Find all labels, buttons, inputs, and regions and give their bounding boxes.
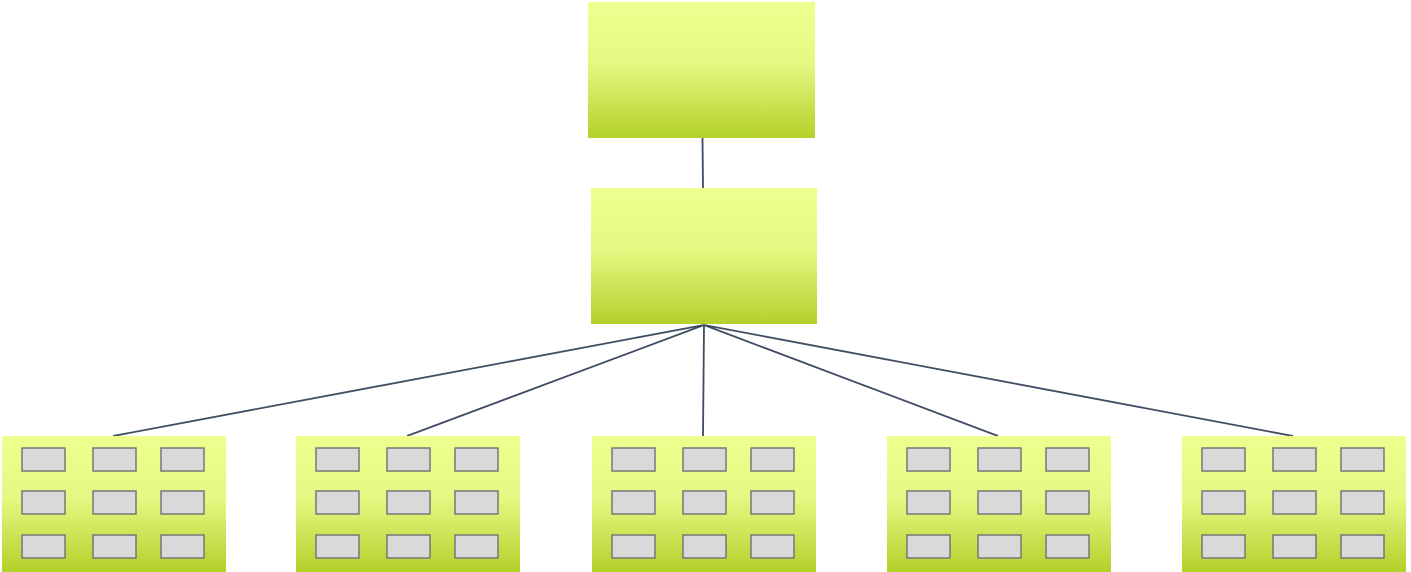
leaf-3-cell-1-1 xyxy=(977,490,1022,515)
leaf-0-cell-0-1 xyxy=(92,447,137,472)
leaf-3-cell-2-1 xyxy=(977,534,1022,559)
leaf-2-cell-1-1 xyxy=(682,490,727,515)
hub-node-box xyxy=(591,188,817,324)
leaf-0-cell-1-1 xyxy=(92,490,137,515)
connector-hub-leaf-3 xyxy=(703,324,999,437)
leaf-1-cell-1-1 xyxy=(386,490,431,515)
leaf-2-cell-1-2 xyxy=(750,490,795,515)
leaf-2-cell-2-0 xyxy=(611,534,656,559)
connector-hub-leaf-0 xyxy=(112,324,705,437)
leaf-0-cell-0-2 xyxy=(160,447,205,472)
leaf-3-cell-2-2 xyxy=(1045,534,1090,559)
leaf-2-cell-2-2 xyxy=(750,534,795,559)
leaf-0-cell-2-1 xyxy=(92,534,137,559)
connector-hub-leaf-1 xyxy=(406,324,705,437)
leaf-0-cell-0-0 xyxy=(21,447,66,472)
leaf-1-cell-0-2 xyxy=(454,447,499,472)
leaf-node-3 xyxy=(887,436,1111,572)
leaf-0-cell-2-0 xyxy=(21,534,66,559)
leaf-node-2 xyxy=(592,436,816,572)
leaf-1-cell-1-2 xyxy=(454,490,499,515)
leaf-4-cell-1-1 xyxy=(1272,490,1317,515)
leaf-4-cell-2-2 xyxy=(1340,534,1385,559)
leaf-3-cell-1-2 xyxy=(1045,490,1090,515)
leaf-1-cell-1-0 xyxy=(315,490,360,515)
hub-node xyxy=(591,188,817,324)
leaf-4-cell-1-0 xyxy=(1201,490,1246,515)
leaf-2-cell-0-2 xyxy=(750,447,795,472)
connector-hub-leaf-2 xyxy=(702,324,705,437)
leaf-4-cell-0-0 xyxy=(1201,447,1246,472)
leaf-3-cell-2-0 xyxy=(906,534,951,559)
leaf-4-cell-0-1 xyxy=(1272,447,1317,472)
leaf-0-cell-1-2 xyxy=(160,490,205,515)
leaf-4-cell-2-1 xyxy=(1272,534,1317,559)
root-node xyxy=(588,2,815,138)
leaf-0-cell-1-0 xyxy=(21,490,66,515)
leaf-2-cell-0-0 xyxy=(611,447,656,472)
leaf-0-cell-2-2 xyxy=(160,534,205,559)
leaf-1-cell-2-1 xyxy=(386,534,431,559)
leaf-node-1 xyxy=(296,436,520,572)
leaf-1-cell-0-0 xyxy=(315,447,360,472)
connector-root-hub xyxy=(701,137,704,189)
leaf-1-cell-2-0 xyxy=(315,534,360,559)
leaf-4-cell-1-2 xyxy=(1340,490,1385,515)
leaf-1-cell-0-1 xyxy=(386,447,431,472)
leaf-3-cell-0-1 xyxy=(977,447,1022,472)
leaf-2-cell-0-1 xyxy=(682,447,727,472)
leaf-3-cell-0-0 xyxy=(906,447,951,472)
leaf-3-cell-0-2 xyxy=(1045,447,1090,472)
leaf-2-cell-1-0 xyxy=(611,490,656,515)
leaf-1-cell-2-2 xyxy=(454,534,499,559)
leaf-node-4 xyxy=(1182,436,1406,572)
leaf-node-0 xyxy=(2,436,226,572)
leaf-2-cell-2-1 xyxy=(682,534,727,559)
connector-hub-leaf-4 xyxy=(703,324,1294,437)
root-node-box xyxy=(588,2,815,138)
connector-lines xyxy=(112,137,1294,437)
leaf-4-cell-2-0 xyxy=(1201,534,1246,559)
leaf-3-cell-1-0 xyxy=(906,490,951,515)
leaf-4-cell-0-2 xyxy=(1340,447,1385,472)
